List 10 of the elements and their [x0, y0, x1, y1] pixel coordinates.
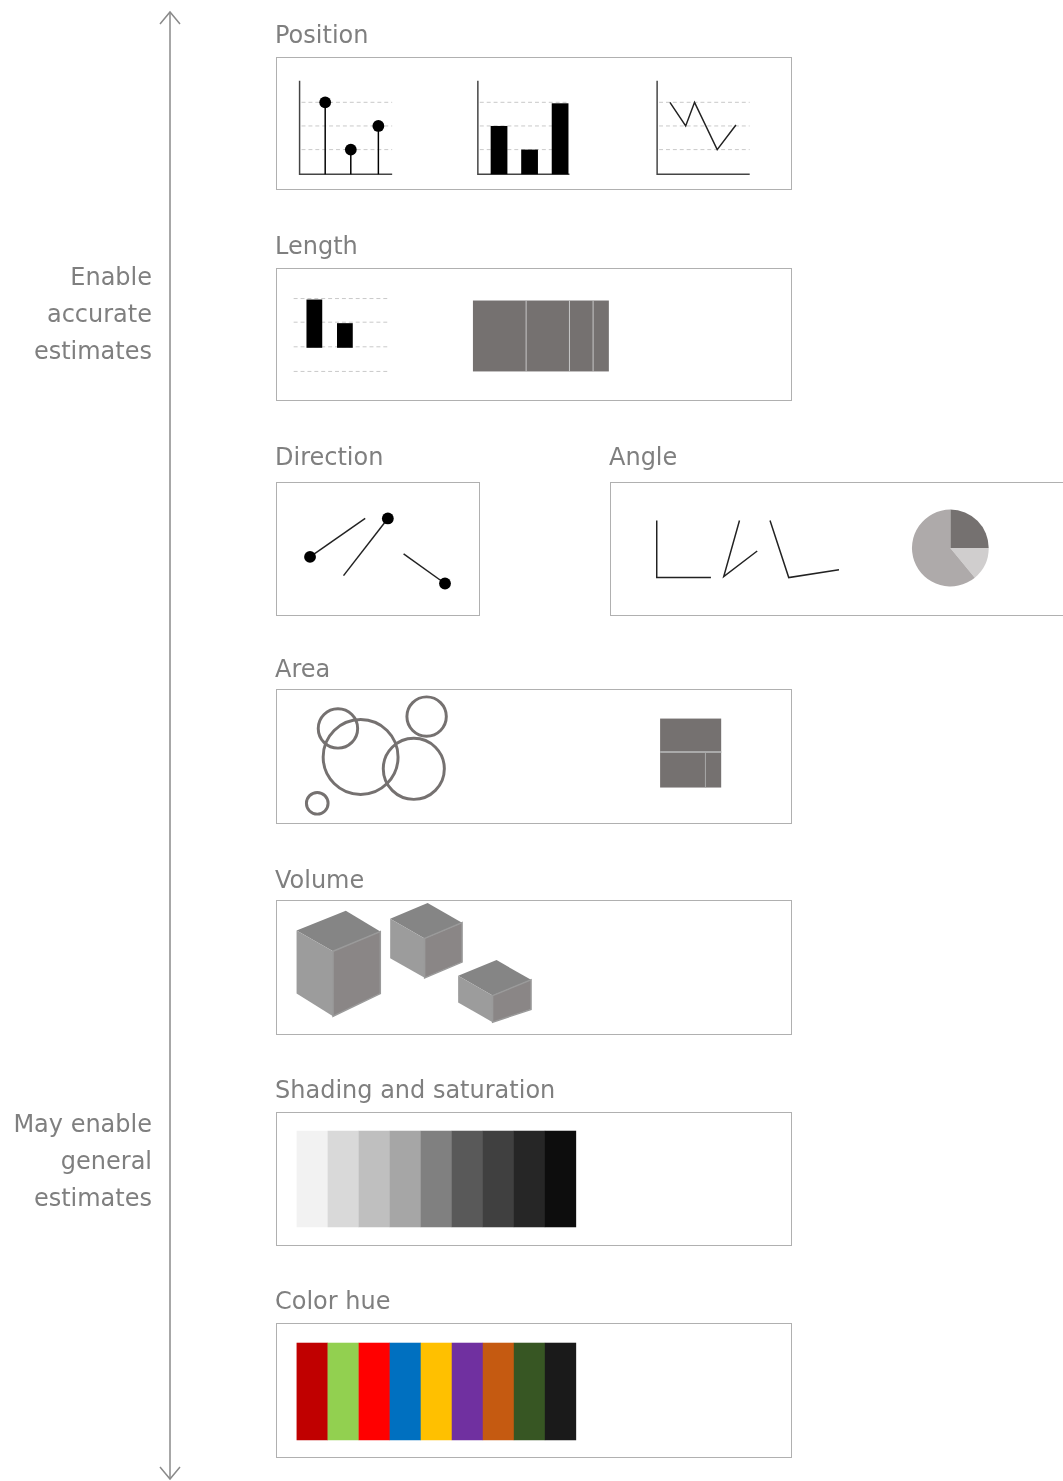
panel-heading: Angle — [609, 443, 678, 471]
panel-heading: Direction — [275, 443, 384, 471]
panel-heading: Shading and saturation — [275, 1076, 556, 1104]
scale-label: May enable general estimates — [12, 1109, 152, 1214]
panel-heading: Color hue — [275, 1287, 391, 1315]
panel-heading: Length — [275, 232, 358, 260]
panel-heading: Position — [275, 21, 369, 49]
panel-heading: Volume — [275, 866, 365, 894]
panel-heading: Area — [275, 655, 331, 683]
scale-label: Enable accurate estimates — [32, 262, 152, 367]
